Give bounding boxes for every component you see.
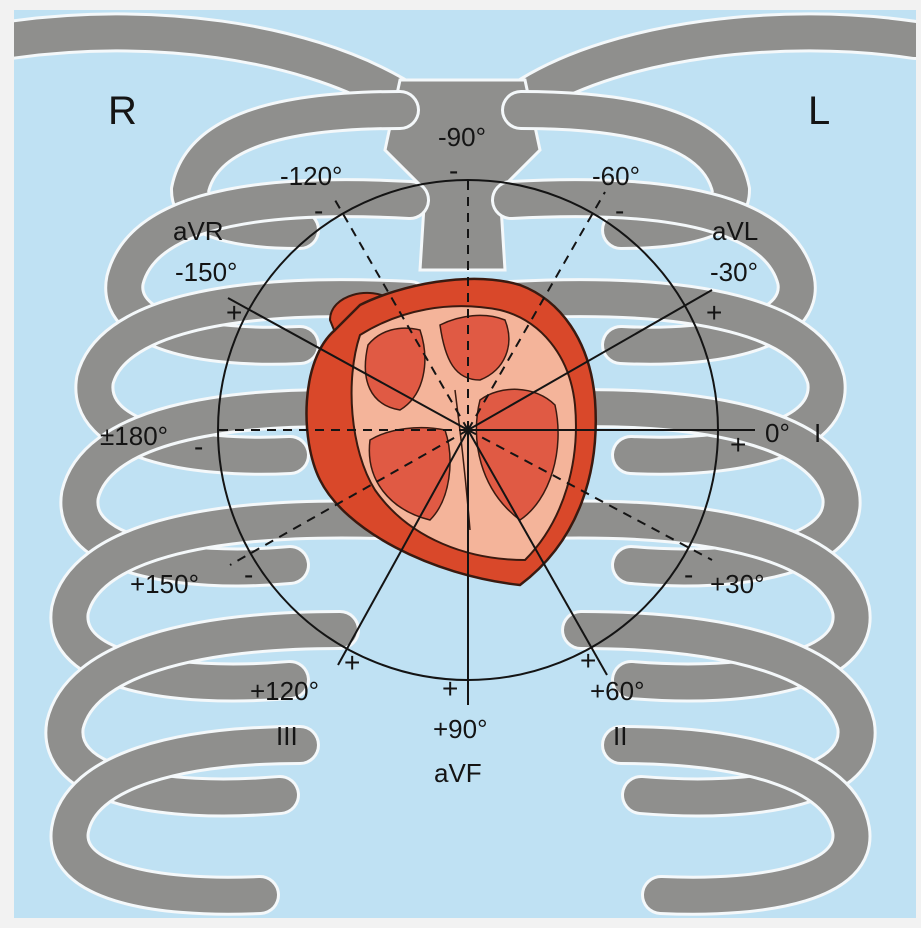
- angle-label-minus90: -90°: [438, 122, 486, 152]
- angle-label-minus120: -120°: [280, 161, 342, 191]
- lead-label-aVR: aVR: [173, 216, 224, 246]
- minus-sign-plus30: -: [684, 559, 693, 590]
- angle-label-plus-minus180: ±180°: [100, 421, 168, 451]
- angle-label-plus30: +30°: [710, 569, 765, 599]
- plus-sign-lead-II: +: [580, 645, 596, 676]
- angle-label-minus60: -60°: [592, 161, 640, 191]
- minus-sign-plus150: -: [244, 559, 253, 590]
- lead-label-II: II: [613, 721, 627, 751]
- angle-label-minus150: -150°: [175, 257, 237, 287]
- angle-label-plus150: +150°: [130, 569, 199, 599]
- angle-label-minus30: -30°: [710, 257, 758, 287]
- plus-sign-aVR: +: [226, 297, 242, 328]
- minus-sign-minus90: -: [449, 155, 458, 186]
- angle-label-zero: 0°: [765, 418, 790, 448]
- lead-label-aVF: aVF: [434, 758, 482, 788]
- plus-sign-lead-I: +: [730, 429, 746, 460]
- minus-sign-minus120: -: [314, 195, 323, 226]
- lead-label-I: I: [814, 418, 821, 448]
- right-side-label: R: [108, 89, 137, 133]
- plus-sign-lead-aVF: +: [442, 673, 458, 704]
- angle-label-plus90: +90°: [433, 714, 488, 744]
- minus-sign-minus60: -: [615, 195, 624, 226]
- minus-sign-plus-minus180: -: [194, 431, 203, 462]
- angle-label-plus120: +120°: [250, 676, 319, 706]
- lead-label-III: III: [276, 721, 298, 751]
- left-side-label: L: [808, 89, 830, 133]
- plus-sign-lead-III: +: [344, 647, 360, 678]
- angle-label-plus60: +60°: [590, 676, 645, 706]
- lead-label-aVL: aVL: [712, 216, 758, 246]
- plus-sign-aVL: +: [706, 297, 722, 328]
